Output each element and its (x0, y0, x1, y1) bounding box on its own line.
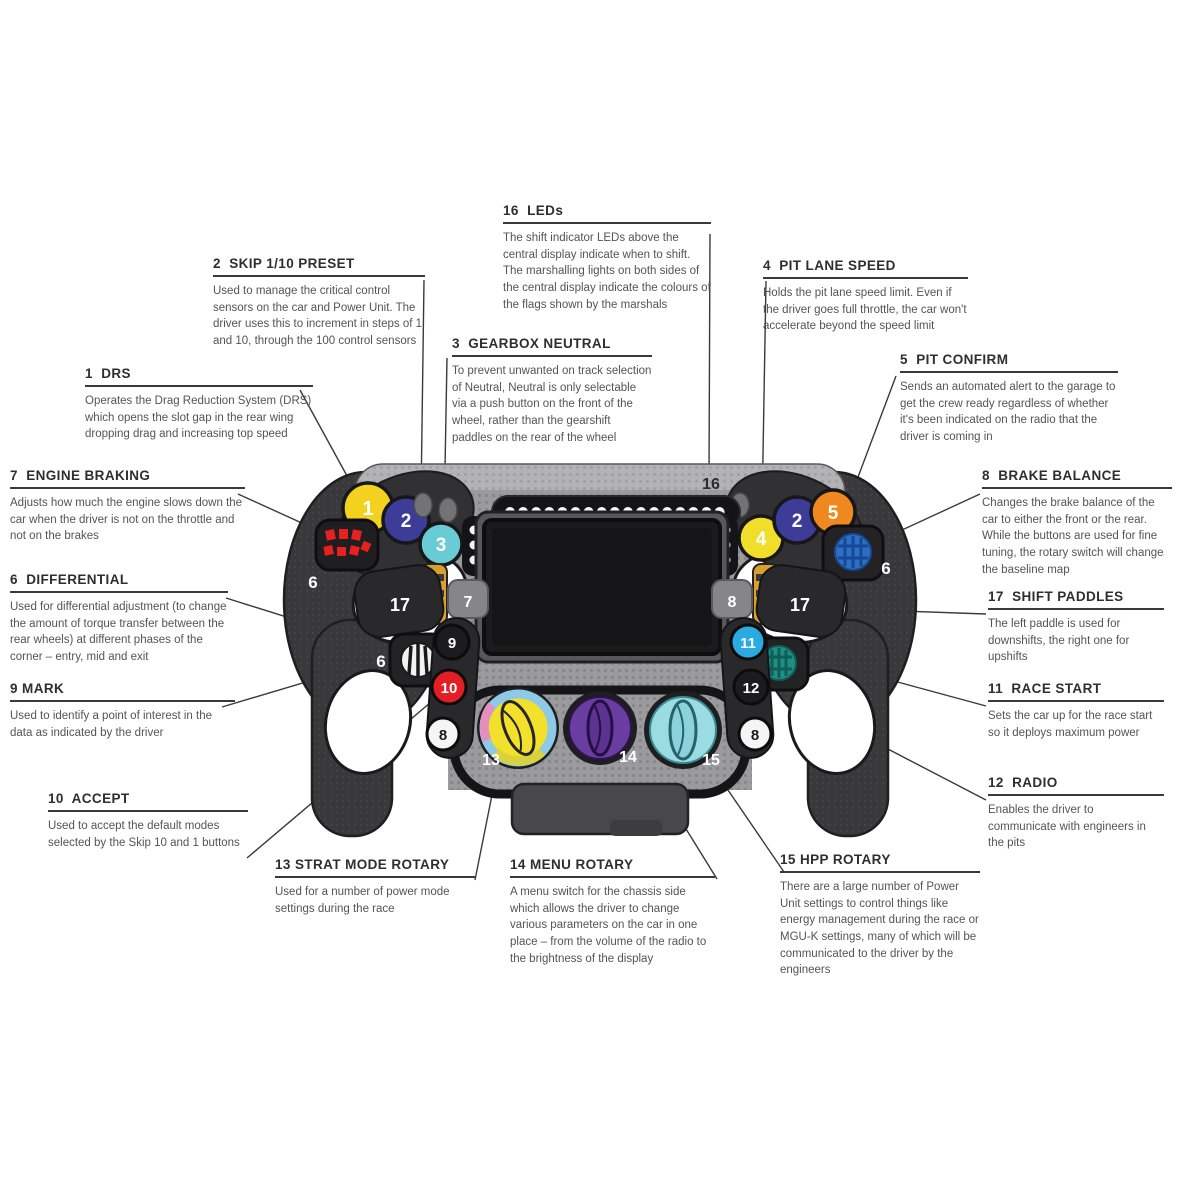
diff-mid-marker: 6 (376, 652, 385, 671)
label-mark-header: 9 MARK (10, 681, 235, 702)
label-engine-braking: 7 ENGINE BRAKING Adjusts how much the en… (10, 468, 245, 545)
radio-button (732, 668, 770, 706)
label-accept: 10 ACCEPT Used to accept the default mod… (48, 791, 248, 851)
brake-balance-tab (711, 579, 753, 619)
label-strat-mode-rotary-header: 13 STRAT MODE ROTARY (275, 857, 475, 878)
label-engine-braking-body: Adjusts how much the engine slows down t… (10, 497, 243, 543)
white-right-number: 8 (751, 727, 759, 744)
leds-marker: 16 (702, 476, 720, 493)
label-accept-body: Used to accept the default modes selecte… (48, 820, 240, 849)
diff-entry-rotary (314, 518, 380, 572)
label-leds-header: 16 LEDs (503, 203, 711, 224)
label-radio-body: Enables the driver to communicate with e… (988, 804, 1146, 850)
steering-wheel-illustration: 16 1 2 3 4 2 5 6 6 6 7 8 17 17 9 10 8 11… (282, 463, 918, 838)
label-drs-header: 1 DRS (85, 366, 313, 387)
label-strat-mode-rotary-body: Used for a number of power mode settings… (275, 886, 450, 915)
pit-confirm-number: 5 (828, 503, 839, 524)
mount-notch (610, 820, 662, 836)
label-drs: 1 DRS Operates the Drag Reduction System… (85, 366, 313, 443)
menu-number: 14 (619, 749, 637, 766)
label-hpp-rotary: 15 HPP ROTARY There are a large number o… (780, 852, 980, 979)
label-differential-header: 6 DIFFERENTIAL (10, 572, 228, 593)
race-start-button (729, 623, 767, 661)
label-brake-balance-header: 8 BRAKE BALANCE (982, 468, 1172, 489)
label-mark: 9 MARK Used to identify a point of inter… (10, 681, 235, 741)
white-left-number: 8 (439, 727, 447, 744)
label-menu-rotary-header: 14 MENU ROTARY (510, 857, 715, 878)
radio-number: 12 (743, 680, 760, 697)
skip-left-number: 2 (401, 511, 412, 532)
shift-paddle-right (755, 564, 847, 638)
label-pit-lane-speed-header: 4 PIT LANE SPEED (763, 258, 968, 279)
label-pit-lane-speed: 4 PIT LANE SPEED Holds the pit lane spee… (763, 258, 968, 335)
neutral-number: 3 (436, 535, 447, 556)
label-shift-paddles-body: The left paddle is used for downshifts, … (988, 618, 1130, 664)
label-shift-paddles-header: 17 SHIFT PADDLES (988, 589, 1164, 610)
label-race-start: 11 RACE START Sets the car up for the ra… (988, 681, 1164, 741)
label-pit-confirm-body: Sends an automated alert to the garage t… (900, 381, 1116, 444)
label-hpp-rotary-body: There are a large number of Power Unit s… (780, 881, 979, 977)
label-accept-header: 10 ACCEPT (48, 791, 248, 812)
central-display (474, 510, 730, 664)
label-skip-preset: 2 SKIP 1/10 PRESET Used to manage the cr… (213, 256, 425, 350)
label-differential: 6 DIFFERENTIAL Used for differential adj… (10, 572, 228, 666)
mark-number: 9 (448, 635, 456, 652)
engine-braking-tab (447, 579, 489, 619)
drs-number: 1 (362, 498, 373, 520)
label-mark-body: Used to identify a point of interest in … (10, 710, 213, 739)
label-gearbox-neutral-header: 3 GEARBOX NEUTRAL (452, 336, 652, 357)
label-radio: 12 RADIO Enables the driver to communica… (988, 775, 1164, 852)
paddle-left-marker: 17 (390, 595, 410, 615)
hpp-rotary (644, 691, 722, 769)
label-drs-body: Operates the Drag Reduction System (DRS)… (85, 395, 312, 441)
label-race-start-body: Sets the car up for the race start so it… (988, 710, 1153, 739)
menu-rotary (563, 691, 637, 765)
mark-button (433, 623, 471, 661)
brake-balance-marker: 8 (728, 594, 737, 611)
label-hpp-rotary-header: 15 HPP ROTARY (780, 852, 980, 873)
label-pit-lane-speed-body: Holds the pit lane speed limit. Even if … (763, 287, 967, 333)
diff-exit-marker: 6 (881, 559, 890, 578)
label-leds: 16 LEDs The shift indicator LEDs above t… (503, 203, 711, 313)
diff-exit-rotary (821, 524, 885, 582)
label-brake-balance-body: Changes the brake balance of the car to … (982, 497, 1164, 576)
label-radio-header: 12 RADIO (988, 775, 1164, 796)
skip-right-number: 2 (792, 511, 803, 532)
label-gearbox-neutral-body: To prevent unwanted on track selection o… (452, 365, 652, 444)
strat-mode-rotary (477, 687, 559, 769)
label-menu-rotary-body: A menu switch for the chassis side which… (510, 886, 707, 965)
label-differential-body: Used for differential adjustment (to cha… (10, 601, 227, 664)
label-skip-preset-header: 2 SKIP 1/10 PRESET (213, 256, 425, 277)
label-gearbox-neutral: 3 GEARBOX NEUTRAL To prevent unwanted on… (452, 336, 652, 446)
label-race-start-header: 11 RACE START (988, 681, 1164, 702)
accept-number: 10 (441, 680, 458, 697)
hpp-number: 15 (702, 752, 720, 769)
label-strat-mode-rotary: 13 STRAT MODE ROTARY Used for a number o… (275, 857, 475, 917)
label-pit-confirm: 5 PIT CONFIRM Sends an automated alert t… (900, 352, 1118, 446)
label-leds-body: The shift indicator LEDs above the centr… (503, 232, 711, 311)
label-brake-balance: 8 BRAKE BALANCE Changes the brake balanc… (982, 468, 1172, 578)
engine-braking-marker: 7 (464, 594, 473, 611)
label-menu-rotary: 14 MENU ROTARY A menu switch for the cha… (510, 857, 715, 967)
label-skip-preset-body: Used to manage the critical control sens… (213, 285, 423, 348)
diff-entry-marker: 6 (308, 573, 317, 592)
label-shift-paddles: 17 SHIFT PADDLES The left paddle is used… (988, 589, 1164, 666)
race-start-number: 11 (740, 635, 756, 652)
paddle-right-marker: 17 (790, 595, 810, 615)
strat-number: 13 (482, 752, 500, 769)
white-button-left (425, 716, 461, 752)
accept-button (430, 668, 468, 706)
pit-speed-number: 4 (756, 529, 767, 550)
label-engine-braking-header: 7 ENGINE BRAKING (10, 468, 245, 489)
white-button-right (737, 716, 773, 752)
label-pit-confirm-header: 5 PIT CONFIRM (900, 352, 1118, 373)
